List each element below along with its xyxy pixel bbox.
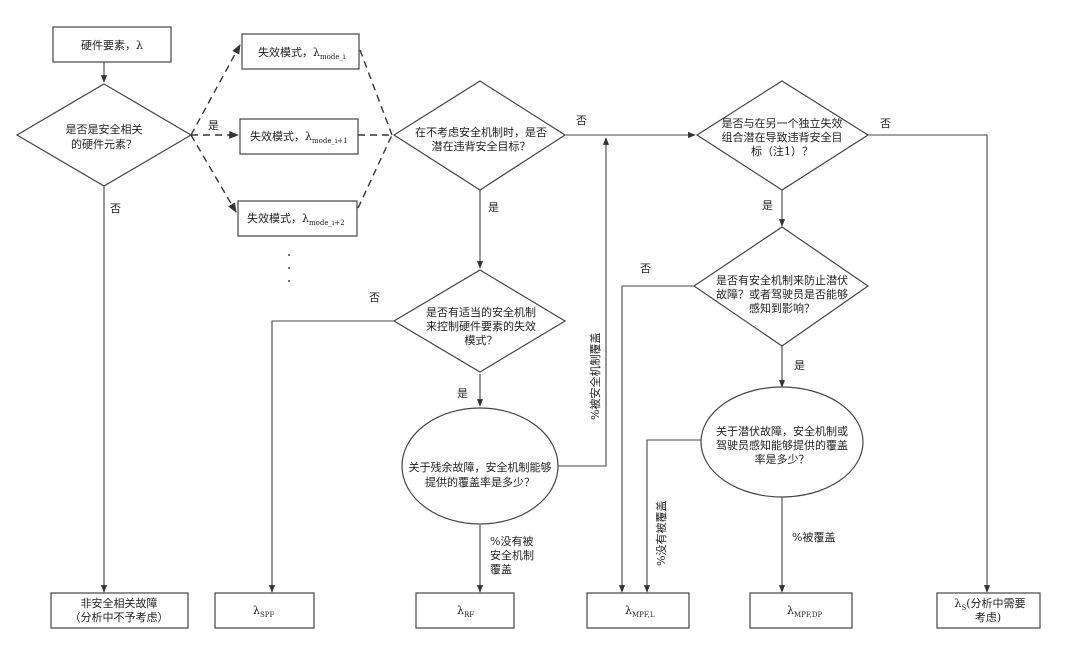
output-mpf-dp: λMPF,DP [749,592,853,629]
label-covered: %被覆盖 [792,530,835,544]
edge-q4-no [868,134,991,593]
rf-sub: RF [464,611,474,619]
s-symbol: λ [954,597,961,610]
svg-text:λMPF,L: λMPF,L [625,604,655,619]
question-latent-coverage: 关于潜伏故障，安全机制或 驾驶员感知能够提供的覆盖 率是多少？ [700,386,864,498]
fm-i-sub: mode_i [320,53,346,61]
q5-line-1: 是否有安全机制来防止潜伏 [716,273,848,287]
latent-line-2: 驾驶员感知能够提供的覆盖 [716,438,848,452]
label-q2-no: 否 [576,114,587,127]
svg-text:λS(分析中需要: λS(分析中需要 [954,596,1025,612]
s-line-2: 考虑) [975,611,1001,624]
fm-i-symbol: λ [313,46,320,59]
q4-line-1: 是否与在另一个独立失效 [722,116,843,130]
q4-line-3: 标（注1）？ [751,144,813,158]
hardware-element-label: 硬件要素，λ [81,39,143,52]
svg-text:失效模式，λmode_i+1: 失效模式，λmode_i+1 [250,129,348,145]
non-safety-line-1: 非安全相关故障 [81,596,158,610]
svg-text:λSPF: λSPF [253,604,274,619]
q4-line-2: 组合潜在导致违背安全目 [722,130,843,144]
fm-i2-sub: mode_i+2 [309,219,345,227]
q5-line-3: 感知到影响？ [749,301,815,315]
label-q4-no: 否 [880,117,891,130]
latent-line-1: 关于潜伏故障，安全机制或 [716,424,848,438]
decision-violate-goal: 在不考虑安全机制时，是否 潜在违背安全目标？ [392,80,567,191]
q5-line-2: 故障？或者驾驶员是否能够 [716,287,848,301]
mpf-dp-symbol: λ [787,604,794,617]
fm-i2-prefix: 失效模式， [247,211,302,225]
node-failure-mode-i: 失效模式，λmode_i [241,33,360,70]
label-not-covered-mech-3: 覆盖 [490,562,512,576]
label-q3-yes: 是 [457,387,468,400]
s-line-1: (分析中需要 [966,596,1025,610]
output-rf: λRF [415,592,515,629]
q2-line-2: 潜在违背安全目标？ [432,139,531,153]
fm-i2-symbol: λ [302,212,309,225]
output-spf: λSPF [214,592,315,629]
fm-i1-prefix: 失效模式， [250,129,305,143]
svg-text:失效模式，λmode_i: 失效模式，λmode_i [258,45,346,61]
node-failure-mode-i2: 失效模式，λmode_i+2 [237,200,358,237]
mpf-dp-sub: MPF,DP [794,611,822,619]
edge-fm-i-to-q2 [359,49,393,136]
q3-line-1: 是否有适当的安全机制 [426,305,536,319]
label-q1-no: 否 [110,202,121,215]
residual-line-1: 关于残余故障，安全机制能够 [409,460,552,474]
svg-text:λRF: λRF [457,604,474,619]
q2-line-1: 在不考虑安全机制时，是否 [415,125,547,139]
output-s: λS(分析中需要 考虑) [936,592,1041,629]
label-q5-no: 否 [640,262,651,275]
label-q3-no: 否 [369,291,380,304]
label-q2-yes: 是 [488,201,499,214]
spf-sub: SPF [260,611,275,619]
label-not-covered-mech-2: 安全机制 [490,548,534,562]
latent-line-3: 率是多少？ [755,452,810,466]
decision-latent-prevention: 是否有安全机制来防止潜伏 故障？或者驾驶员是否能够 感知到影响？ [692,226,870,347]
label-q5-yes: 是 [794,359,805,372]
output-non-safety-related: 非安全相关故障 （分析中不予考虑） [50,592,189,629]
question-residual-coverage: 关于残余故障，安全机制能够 提供的覆盖率是多少？ [401,407,559,525]
label-not-covered: %没有被覆盖 [654,501,668,566]
edges [100,44,991,593]
fm-i1-sub: mode_i+1 [312,137,348,145]
decision-safety-related: 是否是安全相关 的硬件元素？ [15,83,193,187]
svg-text:λMPF,DP: λMPF,DP [787,604,822,619]
edge-q3-no [268,320,394,593]
edge-q1-to-fm-i [190,44,241,136]
non-safety-line-2: （分析中不予考虑） [70,610,169,624]
decision-appropriate-mechanism: 是否有适当的安全机制 来控制硬件要素的失效 模式？ [392,269,567,373]
fm-i1-symbol: λ [305,130,312,143]
edge-latent-not-covered [643,439,701,593]
residual-line-2: 提供的覆盖率是多少？ [425,475,535,489]
rf-symbol: λ [457,604,464,617]
q3-line-2: 来控制硬件要素的失效 [426,319,536,333]
edge-residual-covered [558,137,610,467]
ellipsis-dots [288,254,290,282]
mpf-l-symbol: λ [625,604,632,617]
label-q1-yes: 是 [208,119,219,132]
decision-independent-combination: 是否与在另一个独立失效 组合潜在导致违背安全目 标（注1）？ [695,80,870,191]
label-q4-yes: 是 [762,199,773,212]
fm-i-prefix: 失效模式， [258,45,313,59]
label-not-covered-mech-1: %没有被 [490,534,533,548]
output-mpf-l: λMPF,L [586,592,690,629]
spf-symbol: λ [253,604,260,617]
edge-q1-to-fm-i2 [190,134,237,213]
edge-labels: 是 否 否 是 否 是 否 是 否 是 %被安全机制覆盖 %没有被 安全机制 覆… [110,114,891,576]
label-covered-by-mechanism: %被安全机制覆盖 [588,333,602,420]
q1-line-1: 是否是安全相关 [66,122,143,136]
q1-line-2: 的硬件元素？ [71,137,137,151]
node-failure-mode-i1: 失效模式，λmode_i+1 [239,118,359,155]
svg-text:失效模式，λmode_i+2: 失效模式，λmode_i+2 [247,211,345,227]
edge-q5-no [618,285,694,593]
q3-line-3: 模式？ [465,334,498,347]
s-sub: S [961,604,966,612]
mpf-l-sub: MPF,L [632,611,655,619]
edge-fm-i2-to-q2 [357,134,393,209]
node-hardware-element: 硬件要素，λ [52,26,172,63]
